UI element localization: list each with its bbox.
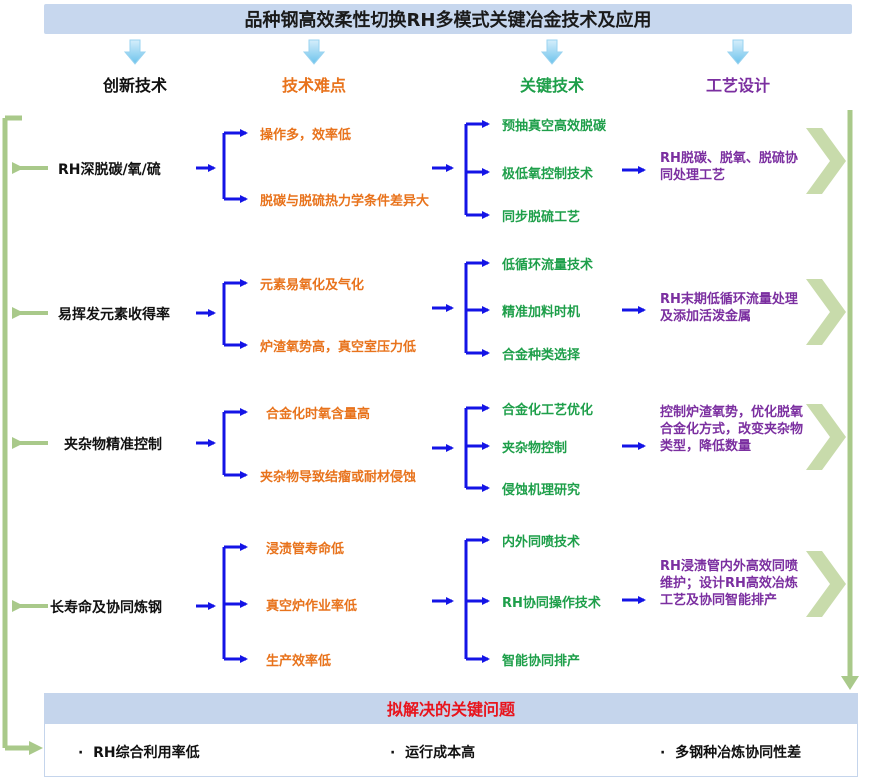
row3-connectors — [196, 404, 646, 492]
down-arrow-icon — [303, 39, 325, 65]
key-tech-item: 侵蚀机理研究 — [502, 483, 581, 498]
difficulty-item: 合金化时氧含量高 — [266, 407, 371, 422]
column-header-process: 工艺设计 — [705, 76, 770, 95]
innovation-item: RH深脱碳/氧/硫 — [58, 162, 161, 178]
key-tech-item: 低循环流量技术 — [502, 258, 594, 273]
row2-connectors — [196, 259, 646, 357]
key-tech-item: 合金化工艺优化 — [502, 403, 594, 418]
chevron-icons — [806, 128, 846, 617]
problems-title: 拟解决的关键问题 — [386, 700, 515, 719]
column-header-key-tech: 关键技术 — [519, 76, 584, 95]
difficulty-item: 炉渣氧势高，真空室压力低 — [260, 340, 417, 355]
right-green-rail — [841, 110, 859, 690]
left-green-rail — [2, 115, 48, 755]
key-tech-item: 同步脱硫工艺 — [502, 210, 581, 225]
row1-connectors — [196, 120, 646, 219]
key-tech-item: 预抽真空高效脱碳 — [502, 119, 607, 134]
difficulty-item: 操作多，效率低 — [260, 128, 352, 143]
bullet-icon: · — [390, 745, 406, 761]
difficulty-item: 脱碳与脱硫热力学条件差异大 — [260, 194, 430, 209]
bullet-icon: · — [660, 745, 676, 761]
diagram-title-text: 品种钢高效柔性切换RH多模式关键冶金技术及应用 — [244, 10, 652, 31]
difficulty-item: 浸渍管寿命低 — [266, 542, 345, 557]
key-tech-item: 精准加料时机 — [502, 305, 581, 320]
difficulty-item: 生产效率低 — [266, 654, 332, 669]
key-tech-item: 合金种类选择 — [502, 348, 581, 363]
column-header-innovation: 创新技术 — [102, 76, 167, 95]
key-tech-item: 极低氧控制技术 — [502, 167, 594, 182]
key-tech-item: 内外同喷技术 — [502, 535, 581, 550]
problem-item: · 多钢种冶炼协同性差 — [660, 745, 802, 761]
column-header-difficulty: 技术难点 — [281, 76, 346, 95]
row4-connectors — [196, 536, 646, 663]
innovation-item: 夹杂物精准控制 — [64, 437, 162, 453]
down-arrow-icon — [727, 39, 749, 65]
bullet-icon: · — [78, 745, 94, 761]
process-item: RH浸渍管内外高效同喷维护；设计RH高效冶炼工艺及协同智能排产 — [660, 559, 798, 608]
process-item: RH脱碳、脱氧、脱硫协同处理工艺 — [660, 151, 798, 183]
diagram-title: 品种钢高效柔性切换RH多模式关键冶金技术及应用 — [44, 4, 852, 34]
key-tech-item: RH协同操作技术 — [502, 596, 601, 611]
innovation-item: 易挥发元素收得率 — [58, 307, 170, 323]
difficulty-item: 夹杂物导致结瘤或耐材侵蚀 — [260, 470, 417, 485]
down-arrow-icon — [541, 39, 563, 65]
process-item: 控制炉渣氧势，优化脱氧合金化方式，改变夹杂物类型，降低数量 — [660, 405, 804, 454]
difficulty-item: 元素易氧化及气化 — [260, 278, 365, 293]
key-tech-item: 智能协同排产 — [502, 654, 581, 669]
key-tech-item: 夹杂物控制 — [502, 441, 568, 456]
problem-item: · RH综合利用率低 — [78, 745, 200, 761]
process-item: RH末期低循环流量处理及添加活泼金属 — [660, 292, 798, 324]
innovation-item: 长寿命及协同炼钢 — [50, 600, 162, 616]
down-arrow-icon — [124, 39, 146, 65]
problems-box — [44, 723, 858, 777]
problem-item: · 运行成本高 — [390, 745, 476, 761]
problems-header: 拟解决的关键问题 — [44, 693, 858, 723]
difficulty-item: 真空炉作业率低 — [266, 599, 358, 614]
